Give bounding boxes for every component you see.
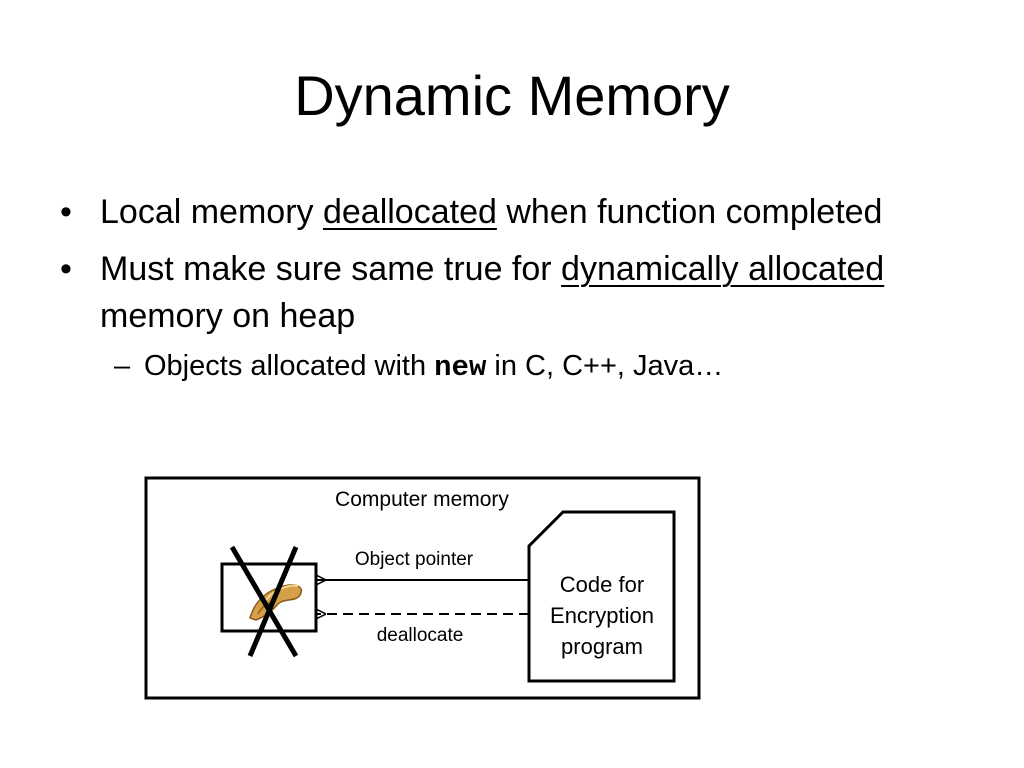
object-pointer-label: Object pointer bbox=[355, 549, 474, 570]
pretzel-icon bbox=[249, 584, 303, 621]
bullet-text: Must make sure same true for bbox=[100, 250, 562, 288]
code-keyword: new bbox=[434, 351, 487, 384]
bullet-emphasis: deallocated bbox=[322, 193, 497, 231]
bullet-list: • Local memory deallocated when function… bbox=[60, 189, 920, 388]
computer-memory-box bbox=[144, 476, 701, 700]
sub-bullet-item: – Objects allocated with new in C, C++, … bbox=[60, 346, 920, 388]
sub-bullet-text: in C, C++, Java… bbox=[486, 350, 724, 382]
object-box bbox=[220, 562, 318, 633]
sub-bullet-marker: – bbox=[114, 350, 131, 382]
program-line-2: Encryption bbox=[550, 603, 654, 628]
bullet-text: memory on heap bbox=[100, 297, 356, 335]
bullet-text: Local memory bbox=[100, 193, 323, 231]
x-cross-icon bbox=[229, 545, 299, 658]
bullet-item-dynamic-alloc: • Must make sure same true for dynamical… bbox=[60, 246, 920, 340]
bullet-item-local-memory: • Local memory deallocated when function… bbox=[60, 189, 920, 236]
bullet-emphasis: dynamically allocated bbox=[561, 250, 885, 288]
deallocate-label: deallocate bbox=[377, 625, 464, 646]
bullet-text: when function completed bbox=[496, 193, 883, 231]
bullet-marker: • bbox=[60, 193, 72, 231]
slide-title: Dynamic Memory bbox=[294, 64, 730, 127]
bullet-marker: • bbox=[60, 250, 72, 288]
computer-memory-label: Computer memory bbox=[335, 488, 509, 511]
program-line-3: program bbox=[561, 634, 643, 659]
program-document-shape bbox=[527, 510, 676, 683]
program-line-1: Code for bbox=[560, 572, 644, 597]
sub-bullet-text: Objects allocated with bbox=[144, 350, 435, 382]
